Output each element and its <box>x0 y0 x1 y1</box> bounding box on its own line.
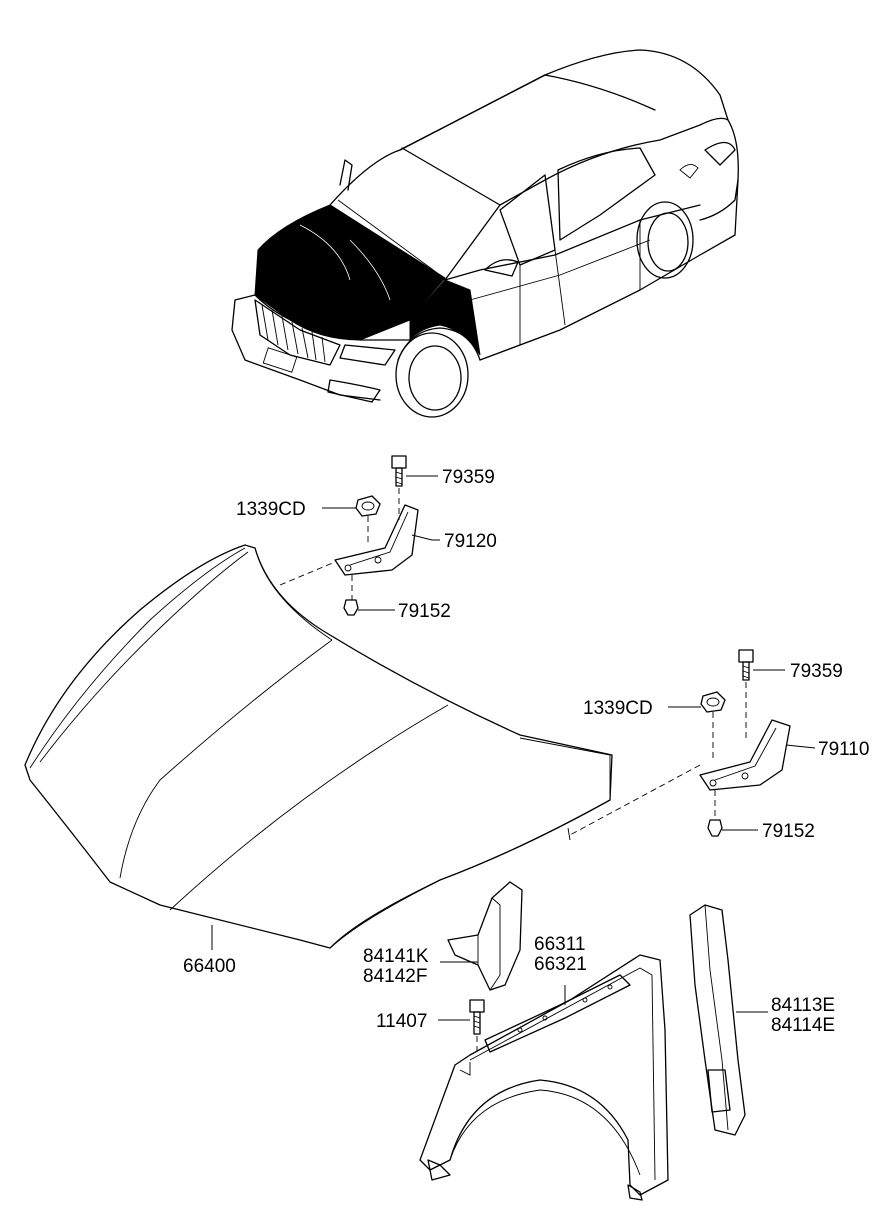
hinge-assembly-right <box>567 649 791 841</box>
part-labels: 79359 1339CD 79120 79152 79359 1339CD 79… <box>183 467 869 1036</box>
hinge-icon <box>334 504 419 576</box>
hinge-assembly-left <box>279 455 419 616</box>
hinge-icon <box>699 719 791 791</box>
bolt-icon <box>343 599 359 616</box>
bolt-icon <box>738 649 754 681</box>
label-79152-b: 79152 <box>762 821 815 842</box>
nut-icon <box>700 691 726 713</box>
hood-panel <box>24 544 613 949</box>
label-79152-a: 79152 <box>398 601 451 622</box>
fender-seal <box>447 881 523 991</box>
label-79359-b: 79359 <box>790 661 843 682</box>
nut-icon <box>355 495 381 517</box>
label-66400: 66400 <box>183 956 236 977</box>
label-1339cd-b: 1339CD <box>583 698 653 719</box>
label-66321: 66321 <box>534 954 587 975</box>
label-79359-a: 79359 <box>442 467 495 488</box>
label-84114e: 84114E <box>771 1015 835 1036</box>
label-66311: 66311 <box>534 934 585 955</box>
fender-cover <box>689 904 746 1136</box>
label-84113e: 84113E <box>771 995 835 1016</box>
label-79110: 79110 <box>818 739 869 760</box>
bolt-icon <box>707 819 723 837</box>
label-1339cd-a: 1339CD <box>236 499 306 520</box>
label-79120: 79120 <box>444 531 497 552</box>
car-illustration <box>231 49 739 418</box>
label-84141k: 84141K <box>363 946 429 967</box>
label-11407: 11407 <box>376 1011 427 1032</box>
bolt-icon <box>469 999 485 1035</box>
front-fender <box>419 954 669 1201</box>
label-84142f: 84142F <box>363 966 427 987</box>
bolt-icon <box>391 455 407 487</box>
leader-lines <box>211 475 816 1021</box>
